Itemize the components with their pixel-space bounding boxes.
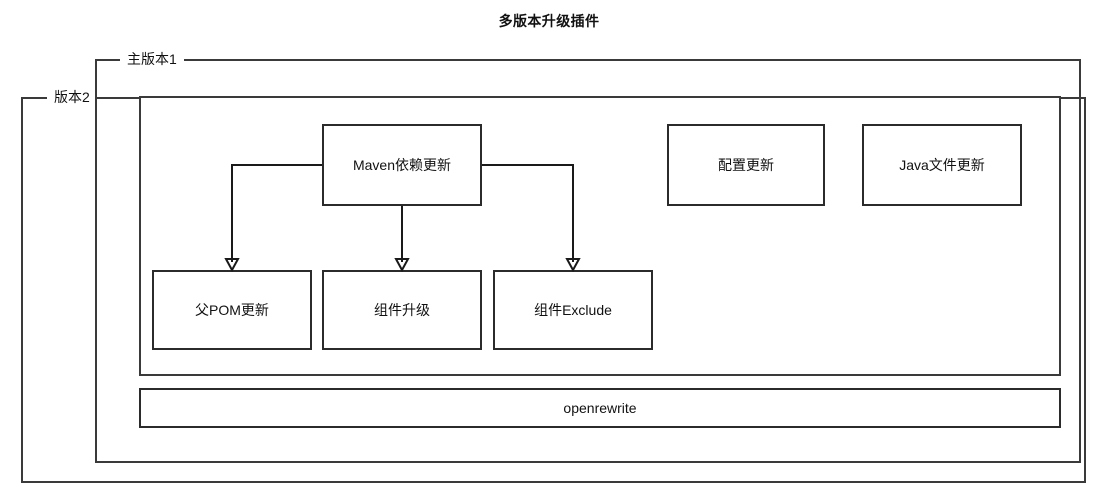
node-label: 配置更新: [718, 157, 774, 173]
node-label: 组件Exclude: [534, 302, 612, 318]
node-java-file-update[interactable]: Java文件更新: [862, 124, 1022, 206]
node-label: Java文件更新: [899, 157, 985, 173]
group-frame-main-version1: 主版本1: [95, 50, 1081, 463]
node-label: Maven依赖更新: [352, 157, 452, 173]
node-openrewrite[interactable]: openrewrite: [139, 388, 1061, 428]
node-label: openrewrite: [563, 400, 637, 416]
node-parent-pom-update[interactable]: 父POM更新: [152, 270, 312, 350]
node-maven-dep-update[interactable]: Maven依赖更新: [322, 124, 482, 206]
node-config-update[interactable]: 配置更新: [667, 124, 825, 206]
page-title: 多版本升级插件: [498, 13, 600, 29]
node-label: 组件升级: [374, 302, 430, 318]
group-label-version2: 版本2: [47, 88, 97, 106]
node-component-exclude[interactable]: 组件Exclude: [493, 270, 653, 350]
node-component-upgrade[interactable]: 组件升级: [322, 270, 482, 350]
node-label: 父POM更新: [195, 302, 269, 318]
group-label-main-version1: 主版本1: [120, 50, 184, 68]
